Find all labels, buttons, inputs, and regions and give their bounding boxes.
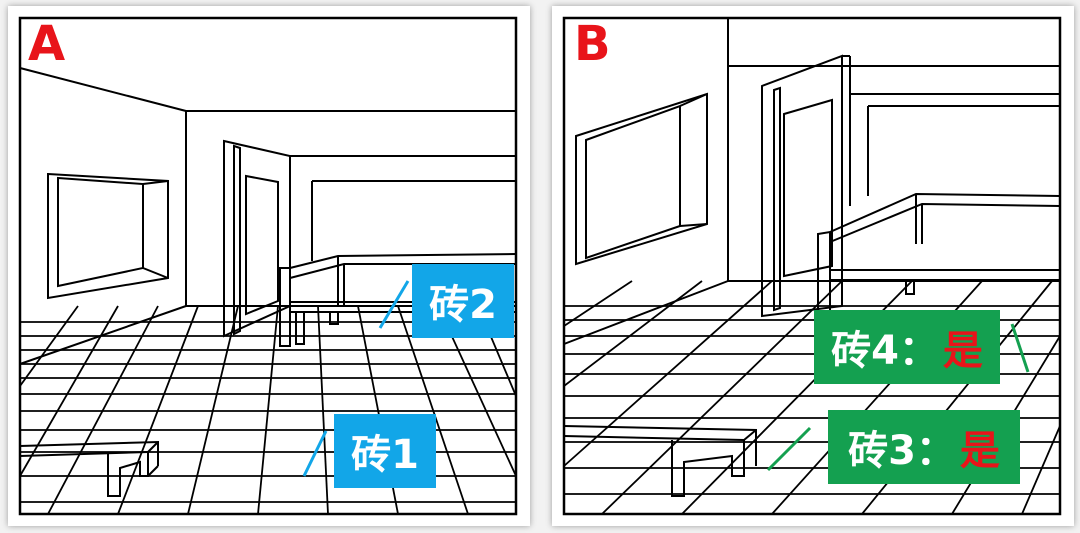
panel-label-b: B — [574, 16, 611, 72]
panel-b: B 砖4：是 砖3：是 — [552, 6, 1074, 526]
tile3-label: 砖3： — [848, 428, 956, 474]
tile4-answer: 是 — [942, 328, 983, 374]
panel-a: A 砖2 砖1 — [8, 6, 530, 526]
pointer-tile1 — [302, 430, 328, 477]
pointer-tile2 — [378, 280, 410, 329]
tile3-tag: 砖3：是 — [828, 410, 1020, 484]
tile3-answer: 是 — [959, 428, 1000, 474]
pointer-tile3 — [766, 426, 812, 472]
panel-label-a: A — [28, 16, 66, 72]
pointer-tile4 — [1010, 323, 1030, 373]
tile4-label: 砖4： — [831, 328, 939, 374]
tile2-tag: 砖2 — [412, 264, 514, 338]
room-drawing-b — [562, 16, 1062, 516]
tile1-tag: 砖1 — [334, 414, 436, 488]
tile4-tag: 砖4：是 — [814, 310, 1000, 384]
